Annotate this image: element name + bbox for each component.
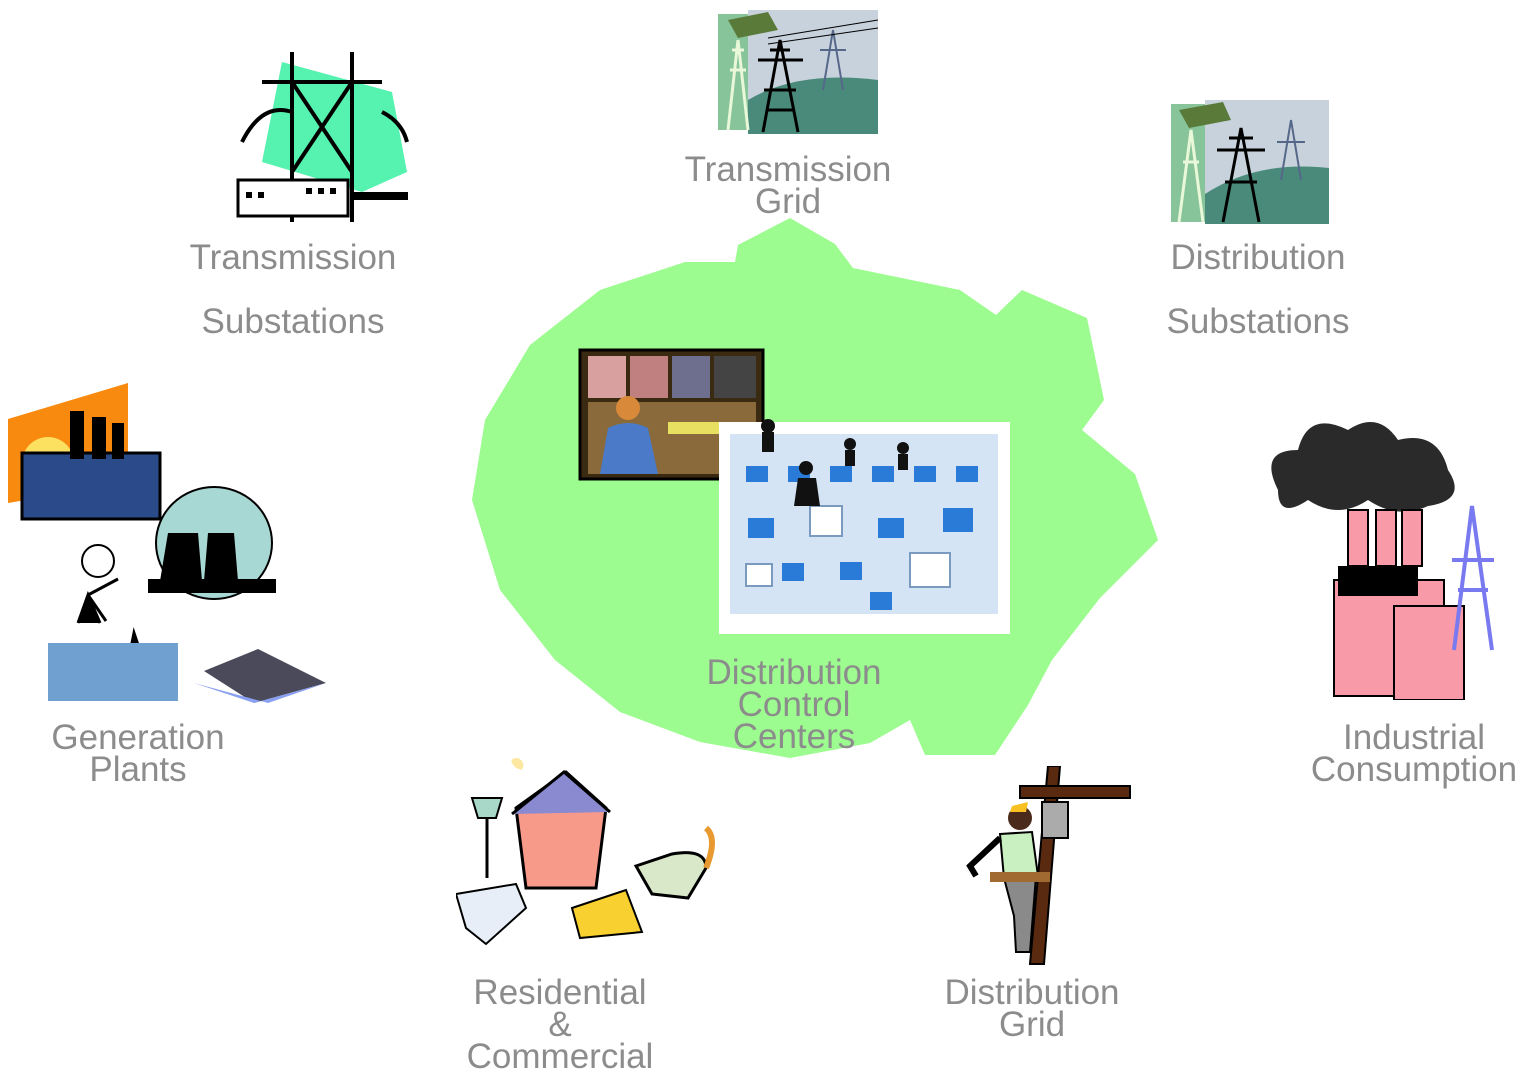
label-line: Distribution	[706, 653, 882, 692]
label-line: Transmission	[684, 150, 892, 189]
label-line: Distribution	[1170, 238, 1346, 277]
label-line: Industrial	[1342, 718, 1486, 757]
factory-icon	[1271, 422, 1494, 700]
label-line: Consumption	[1310, 750, 1518, 789]
lineman-icon	[966, 766, 1131, 965]
label-industrial-consumption: Industrial Consumption	[1300, 718, 1528, 789]
label-distribution-control-centers: Distribution Control Centers	[674, 653, 914, 756]
label-line: Generation	[51, 718, 225, 757]
label-line: &	[548, 1005, 572, 1044]
label-distribution-grid: Distribution Grid	[912, 973, 1152, 1044]
label-generation-plants: Generation Plants	[18, 718, 258, 789]
label-line: Substations	[1166, 302, 1350, 341]
label-residential-commercial: Residential & Commercial	[438, 973, 682, 1069]
label-line: Substations	[201, 302, 385, 341]
label-line: Grid	[998, 1005, 1066, 1044]
transmission-tower-icon	[1171, 100, 1329, 224]
label-transmission-grid: Transmission Grid	[664, 150, 912, 221]
label-line: Control	[737, 685, 851, 724]
label-line: Transmission	[189, 238, 397, 277]
power-plant-icon	[8, 383, 326, 703]
label-line: Residential	[473, 973, 647, 1012]
label-line: Grid	[754, 182, 822, 221]
label-line: Commercial	[466, 1037, 654, 1069]
house-icon	[456, 758, 715, 946]
substation-icon	[236, 52, 409, 222]
label-line: Plants	[89, 750, 187, 789]
label-line: Distribution	[944, 973, 1120, 1012]
label-transmission-substations: Transmission Substations	[166, 226, 420, 354]
control-room-icon	[578, 348, 1010, 634]
transmission-tower-icon	[718, 10, 879, 134]
label-line: Centers	[732, 717, 856, 756]
label-distribution-substations: Distribution Substations	[1136, 226, 1380, 354]
